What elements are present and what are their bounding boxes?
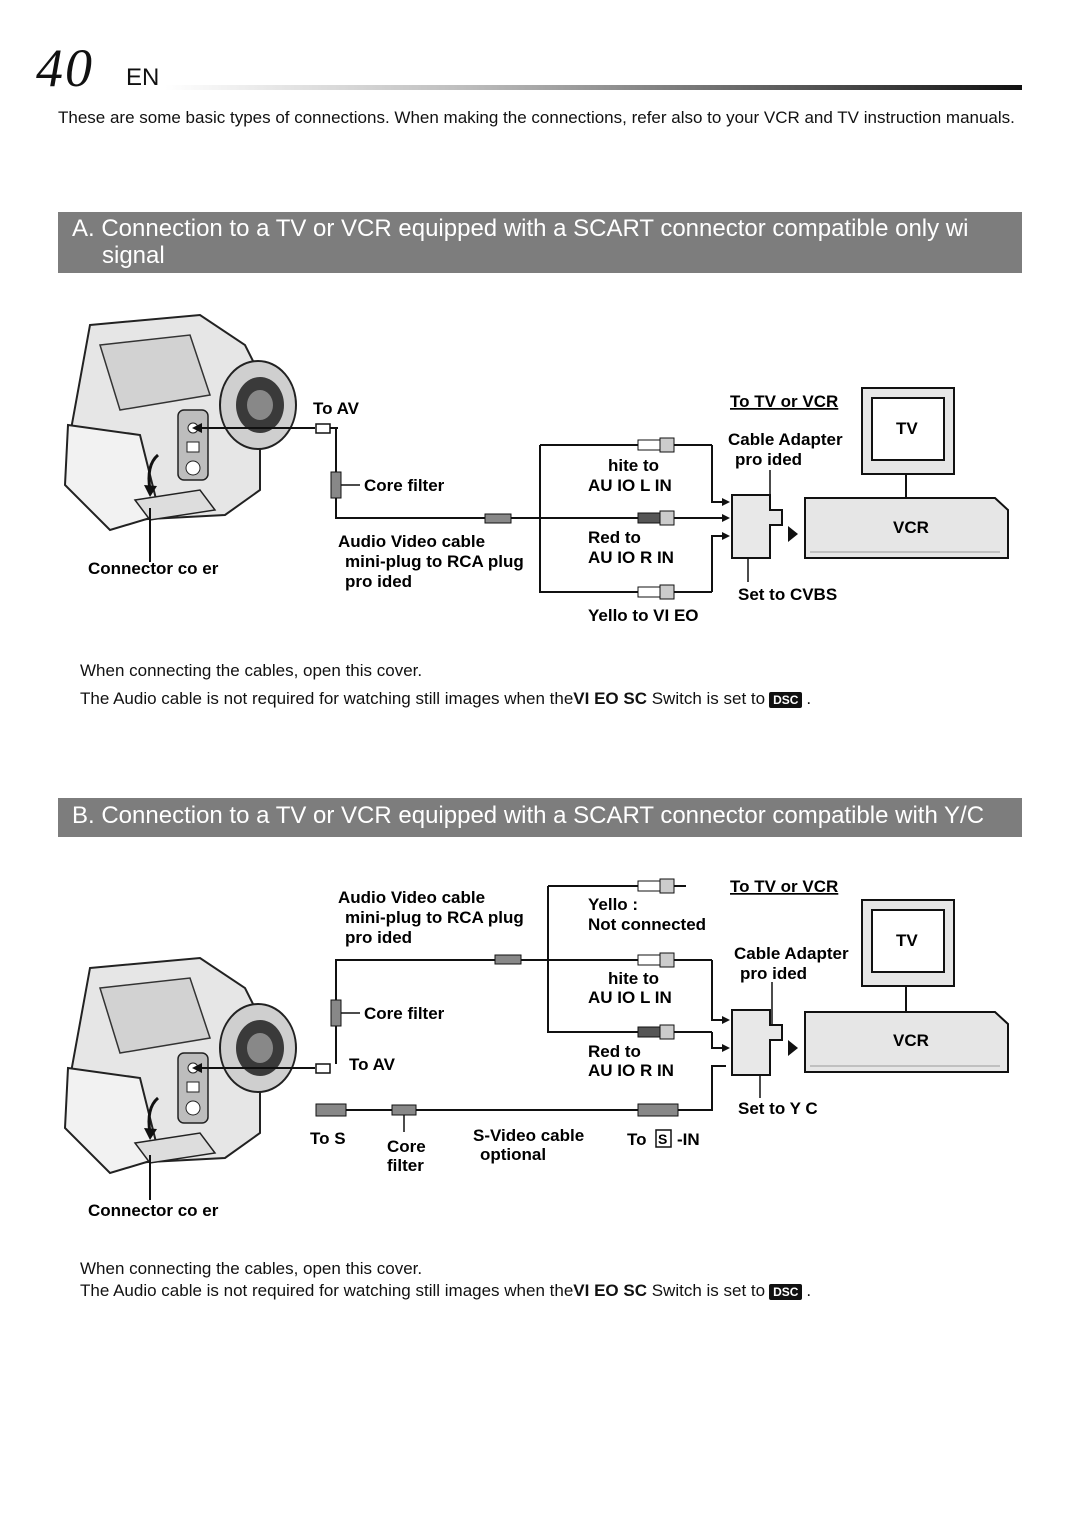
label-tv: TV (896, 931, 918, 950)
label-white-to: hite to (608, 969, 659, 988)
rca-plug-red (637, 1024, 712, 1040)
section-b-banner: B. Connection to a TV or VCR equipped wi… (58, 798, 1022, 837)
mini-plug-icon (315, 1063, 331, 1074)
label-red-to: Red to (588, 528, 641, 547)
label-set-to: Set to Y C (738, 1099, 818, 1118)
label-vcr: VCR (893, 1031, 929, 1050)
core-filter-icon (330, 999, 342, 1027)
label-to-av: To AV (349, 1055, 396, 1074)
note2-text: The Audio cable is not required for watc… (80, 689, 574, 708)
vcr-icon (804, 497, 1009, 559)
label-red-to: Red to (588, 1042, 641, 1061)
label-to-tv-vcr: To TV or VCR (730, 392, 838, 411)
note2-text: The Audio cable is not required for watc… (80, 1281, 574, 1300)
label-adapter-provided: pro ided (735, 450, 802, 469)
core-filter-icon (330, 471, 342, 499)
cable-adapter-icon (731, 494, 783, 559)
dsc-badge: DSC (769, 691, 803, 708)
svideo-plug-icon-2 (637, 1103, 679, 1117)
note2-end: . (806, 1281, 812, 1300)
section-b-note1: When connecting the cables, open this co… (80, 1259, 423, 1278)
arrow-icon (192, 423, 202, 433)
vcr-icon (804, 1011, 1009, 1073)
cable-adapter-icon (731, 1009, 783, 1076)
rca-plug-red (637, 510, 726, 526)
label-audio-l: AU IO L IN (588, 988, 672, 1007)
label-to-av: To AV (313, 399, 360, 418)
label-svideo-cable: S-Video cable (473, 1126, 584, 1145)
label-connector-cover: Connector co er (88, 1201, 219, 1220)
diagram-b: Audio Video cable mini-plug to RCA plug … (63, 877, 1009, 1220)
note2-text-post: Switch is set to (651, 1281, 766, 1300)
dsc-badge: DSC (769, 1283, 803, 1300)
header-rule (165, 85, 1022, 90)
section-a-title-line2: signal (102, 242, 165, 269)
arrow-icon (192, 1063, 202, 1073)
label-svideo-optional: optional (480, 1145, 546, 1164)
label-filter: filter (387, 1156, 424, 1175)
label-audio-r: AU IO R IN (588, 548, 674, 567)
note2-end: . (806, 689, 812, 708)
diagram-a: To AV Core filter Audio Video cable mini… (63, 313, 1009, 625)
label-audio-l: AU IO L IN (588, 476, 672, 495)
label-s-box: S (658, 1131, 667, 1147)
label-to-tv-vcr: To TV or VCR (730, 877, 838, 896)
rca-plug-yellow (637, 584, 712, 600)
arrow-right-icon (788, 526, 798, 542)
label-to-s: To S (310, 1129, 346, 1148)
label-yellow: Yello : (588, 895, 638, 914)
mini-plug-icon (315, 423, 331, 434)
note2-switch-name: VI EO SC (573, 689, 647, 708)
label-av-cable-plug: mini-plug to RCA plug (345, 908, 524, 927)
label-to-s-in-pre: To (627, 1130, 647, 1149)
label-white-to: hite to (608, 456, 659, 475)
label-av-cable: Audio Video cable (338, 532, 485, 551)
label-adapter-provided: pro ided (740, 964, 807, 983)
language-code: EN (126, 64, 160, 91)
label-connector-cover: Connector co er (88, 559, 219, 578)
s-box-icon (655, 1129, 672, 1148)
label-av-cable-plug: mini-plug to RCA plug (345, 552, 524, 571)
label-cable-adapter: Cable Adapter (734, 944, 849, 963)
note2-text-post: Switch is set to (651, 689, 766, 708)
label-av-cable: Audio Video cable (338, 888, 485, 907)
label-tv: TV (896, 419, 918, 438)
section-a-note2: The Audio cable is not required for watc… (80, 688, 811, 710)
label-core: Core (387, 1137, 426, 1156)
camcorder-illustration (63, 956, 297, 1175)
intro-paragraph: These are some basic types of connection… (58, 108, 1015, 127)
svideo-plug-icon (315, 1103, 347, 1117)
section-a-title-line1: A. Connection to a TV or VCR equipped wi… (72, 215, 969, 242)
camcorder-illustration (63, 313, 297, 532)
label-yellow-video: Yello to VI EO (588, 606, 699, 625)
label-cable-adapter: Cable Adapter (728, 430, 843, 449)
label-av-cable-provided: pro ided (345, 928, 412, 947)
label-av-cable-provided: pro ided (345, 572, 412, 591)
label-vcr: VCR (893, 518, 929, 537)
rca-plug-white (637, 437, 712, 453)
rca-plug-yellow (637, 878, 686, 894)
section-b-title-line1: B. Connection to a TV or VCR equipped wi… (72, 802, 985, 829)
section-b-note2: The Audio cable is not required for watc… (80, 1280, 811, 1302)
label-core-filter: Core filter (364, 476, 445, 495)
rca-plug-white (637, 952, 712, 968)
label-not-connected: Not connected (588, 915, 706, 934)
arrow-right-icon (788, 1040, 798, 1056)
note2-switch-name: VI EO SC (573, 1281, 647, 1300)
section-a-banner: A. Connection to a TV or VCR equipped wi… (58, 212, 1022, 273)
section-a-note1: When connecting the cables, open this co… (80, 661, 423, 680)
label-to-s-in-post: -IN (677, 1130, 700, 1149)
label-audio-r: AU IO R IN (588, 1061, 674, 1080)
label-set-to: Set to CVBS (738, 585, 837, 604)
label-core-filter: Core filter (364, 1004, 445, 1023)
page-number: 40 (36, 38, 94, 98)
